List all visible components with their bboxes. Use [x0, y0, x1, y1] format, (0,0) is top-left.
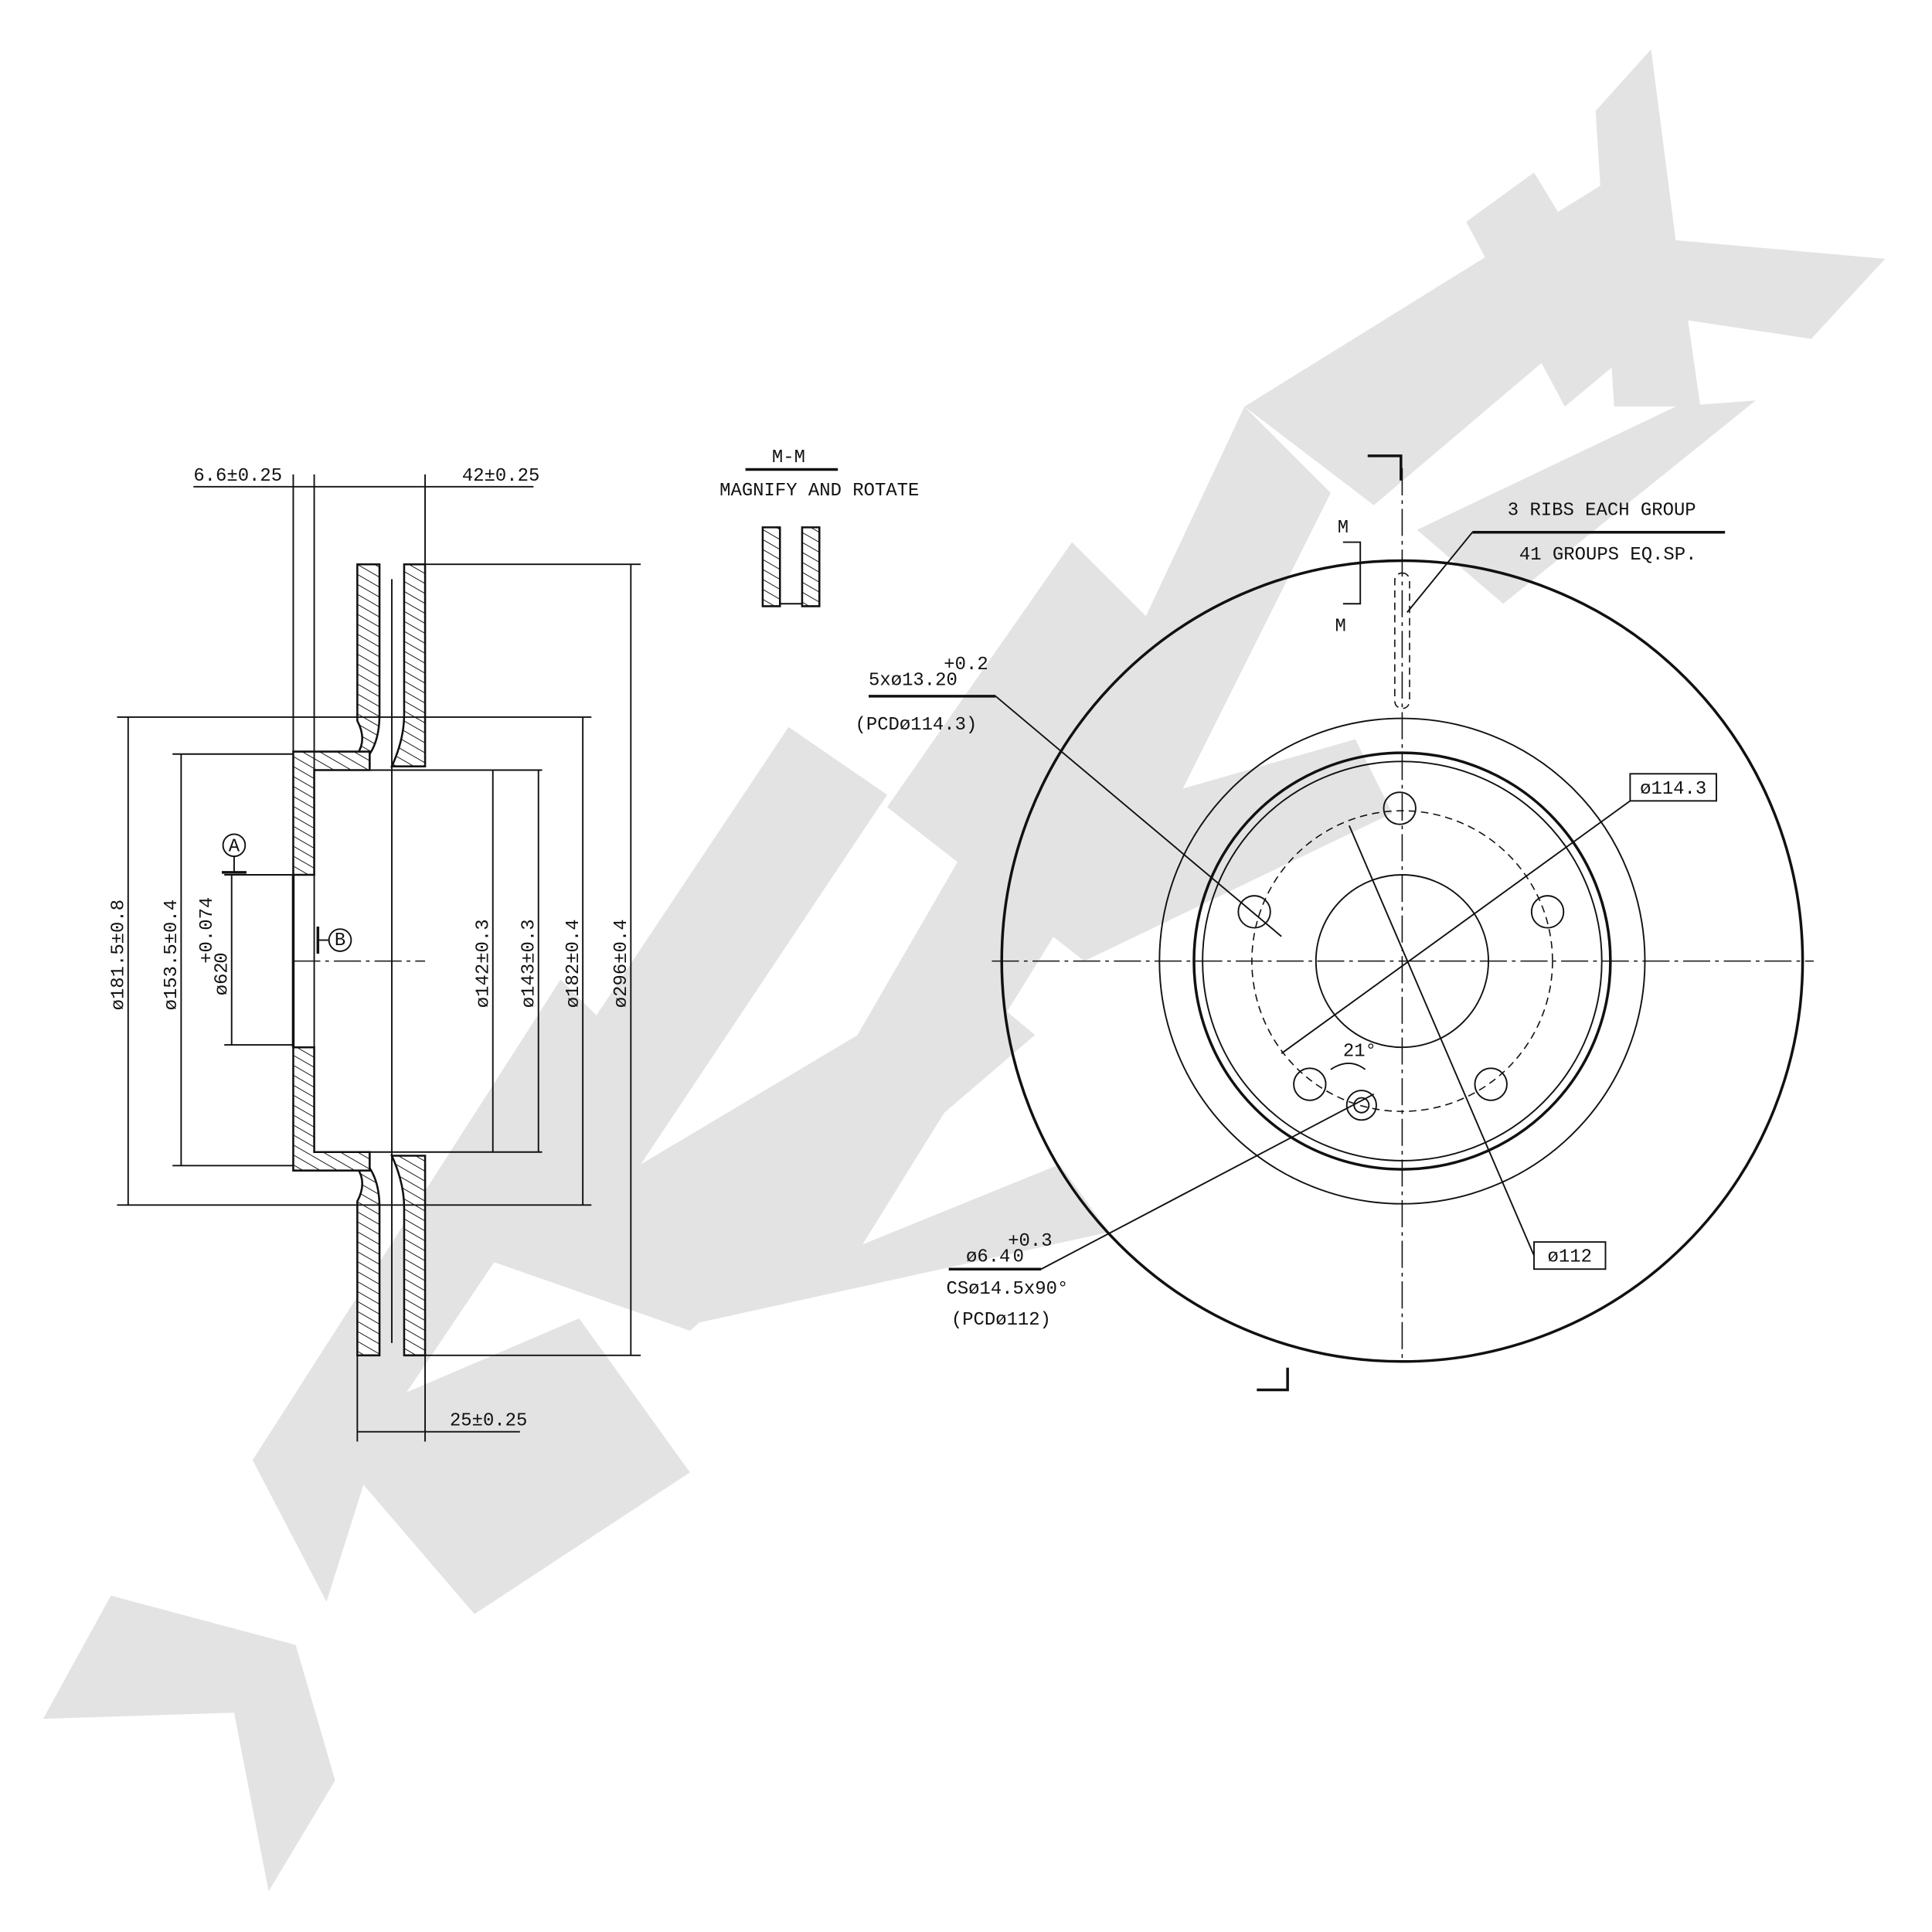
datum-b-label: B: [335, 930, 345, 951]
small-hole-note: ø6.4: [966, 1247, 1010, 1268]
dim-hub-thickness: 6.6±0.25: [193, 466, 282, 487]
dim-d181: ø181.5±0.8: [108, 900, 129, 1010]
dim-disc-thickness: 25±0.25: [450, 1411, 527, 1432]
dim-d142: ø142±0.3: [473, 919, 494, 1008]
section-subtitle: MAGNIFY AND ROTATE: [719, 481, 919, 502]
small-hole-tol-upper: +0.3: [1008, 1231, 1052, 1252]
dim-d296: ø296±0.4: [611, 919, 632, 1008]
dim-d143: ø143±0.3: [519, 919, 539, 1008]
ribs-note-line1: 3 RIBS EACH GROUP: [1508, 500, 1696, 521]
small-hole-tol-lower: 0: [1013, 1247, 1024, 1268]
small-hole-pcd-note: (PCDø112): [951, 1310, 1051, 1331]
section-mark-top: M: [1338, 518, 1349, 539]
bolt-holes-tol-upper: +0.2: [944, 655, 988, 675]
angle-label: 21°: [1343, 1041, 1376, 1062]
section-title: M-M: [772, 447, 805, 468]
section-mark-bottom: M: [1335, 616, 1346, 637]
bolt-holes-note: 5xø13.2: [869, 670, 946, 691]
front-view: M M 3 RIBS EACH GROUP 41 GROUPS EQ.SP. 5…: [855, 454, 1814, 1392]
pcd-box-114: [1629, 773, 1717, 802]
dim-overall-height: 42±0.25: [462, 466, 539, 487]
pcd-box-112-label: ø112: [1548, 1247, 1592, 1268]
bolt-holes-tol-lower: 0: [946, 670, 957, 691]
pcd-box-114-label: ø114.3: [1640, 779, 1706, 800]
bolt-pcd-note: (PCDø114.3): [855, 715, 978, 736]
watermark-logo: [43, 49, 1886, 1892]
dim-d153: ø153.5±0.4: [162, 900, 182, 1010]
datum-a-label: A: [229, 837, 240, 858]
ribs-note-line2: 41 GROUPS EQ.SP.: [1519, 545, 1697, 566]
countersink-note: CSø14.5x90°: [946, 1279, 1068, 1300]
dim-d182: ø182±0.4: [563, 919, 584, 1008]
section-detail-m-m: M-M MAGNIFY AND ROTATE: [719, 447, 919, 607]
dim-d62-tol-upper: +0.074: [197, 897, 218, 964]
side-section-view: A B 6.6±0.25 42±0.25 25±0.25 ø181.5±0.8 …: [108, 466, 641, 1442]
dim-d62-tol-lower: 0: [212, 952, 233, 963]
dim-d62: ø62: [212, 962, 233, 995]
bolt-holes: [1237, 791, 1565, 1121]
cooling-rib-slot: [1394, 572, 1410, 709]
